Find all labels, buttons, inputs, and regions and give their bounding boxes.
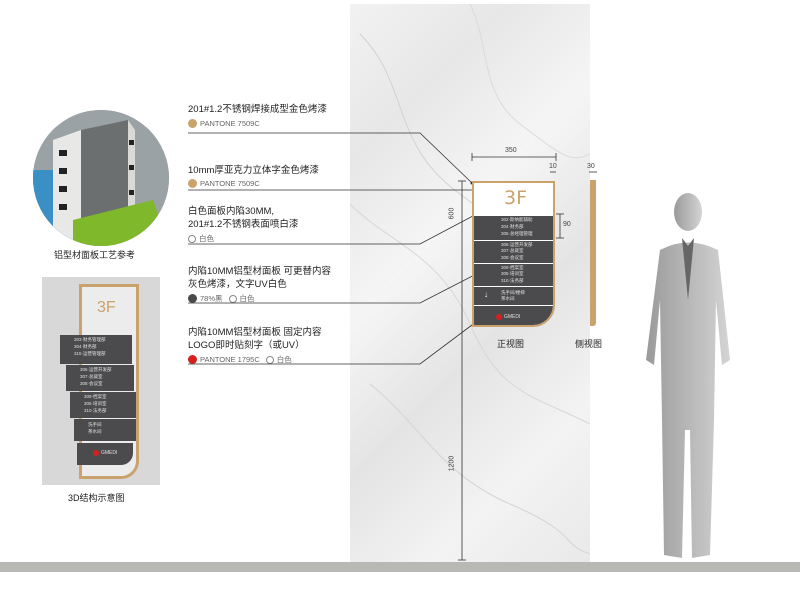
preview-logo-band: GMEDI: [77, 443, 133, 465]
annotation-2-swatches: PANTONE 7509C: [188, 179, 260, 188]
preview-logo-mark: [93, 450, 99, 456]
white-swatch: [265, 355, 274, 364]
floor-line: [0, 562, 800, 572]
floor-number: 3F: [504, 187, 528, 209]
aluminum-profile-illustration: [33, 110, 169, 246]
side-view-profile: [590, 180, 596, 326]
preview-band-2: 306·运营开发部 307·总裁室 308·会议室: [66, 365, 134, 391]
gold-swatch: [188, 119, 197, 128]
annotation-4-title-line-2: 灰色烤漆，文字UV白色: [188, 279, 287, 290]
annotation-5-swatches: PANTONE 1795C 白色: [188, 354, 292, 365]
room-band-4: ↓ 洗手间/楼梯 茶水间: [474, 287, 553, 305]
annotation-3-title-line-2: 201#1.2不锈钢表面喷白漆: [188, 219, 299, 230]
floor-base: [0, 572, 800, 590]
dim-base-height: 1200: [448, 455, 456, 472]
dim-band-height: 90: [563, 221, 571, 228]
preview-band-3: 309·档案室 305·培训室 310·法务部: [70, 392, 136, 418]
red-swatch: [188, 355, 197, 364]
preview-band-4: 洗手间 茶水间: [74, 419, 136, 441]
arrow-down-icon: ↓: [484, 290, 488, 299]
person-silhouette: [646, 193, 730, 558]
dim-width: 350: [505, 147, 517, 154]
gray-swatch: [188, 294, 197, 303]
annotation-1-title: 201#1.2不锈钢焊接成型金色烤漆: [188, 104, 327, 115]
front-view-caption: 正视图: [497, 339, 525, 349]
dim-sign-height: 600: [448, 207, 456, 220]
annotation-1-swatches: PANTONE 7509C: [188, 119, 260, 128]
white-swatch: [188, 234, 196, 243]
structure-3d-preview: 3F 303·财务管理部 304·财务部 315·运营管理部 306·运营开发部…: [42, 277, 160, 485]
logo-band: GMEDI: [474, 306, 553, 325]
room-band-2: 306·运营开发部 307·总裁室 308·会议室: [474, 241, 553, 263]
structure-3d-caption: 3D结构示意图: [68, 493, 125, 503]
aluminum-panel-photo: [33, 110, 169, 246]
dim-side-depth: 30: [587, 163, 595, 170]
annotation-3-swatches: 白色: [188, 233, 214, 244]
room-band-3: 309·档案室 305·培训室 310·法务部: [474, 264, 553, 286]
annotation-3-title-line-1: 白色面板内陷30MM,: [188, 206, 275, 217]
preview-floor-label: 3F: [97, 299, 116, 316]
front-view-sign: 3F 302·斯纳能辅助 304·财务部 305·总经理管理 306·运营开发部…: [472, 181, 555, 327]
process-ref-caption: 铝型材面板工艺参考: [54, 250, 136, 260]
side-view-caption: 侧视图: [575, 339, 603, 349]
annotation-2-title: 10mm厚亚克力立体字金色烤漆: [188, 165, 319, 176]
room-band-1: 302·斯纳能辅助 304·财务部 305·总经理管理: [474, 216, 553, 240]
annotation-4-swatches: 78%黑 白色: [188, 293, 255, 304]
annotation-5-title-line-1: 内陷10MM铝型材面板 固定内容: [188, 327, 322, 338]
annotation-5-title-line-2: LOGO即时贴刻字（或UV）: [188, 340, 305, 351]
white-swatch: [228, 294, 237, 303]
gold-swatch: [188, 179, 197, 188]
dim-margin: 10: [549, 163, 557, 170]
preview-band-1: 303·财务管理部 304·财务部 315·运营管理部: [60, 335, 132, 364]
annotation-4-title-line-1: 内陷10MM铝型材面板 可更替内容: [188, 266, 332, 277]
logo-mark-icon: [496, 314, 502, 320]
